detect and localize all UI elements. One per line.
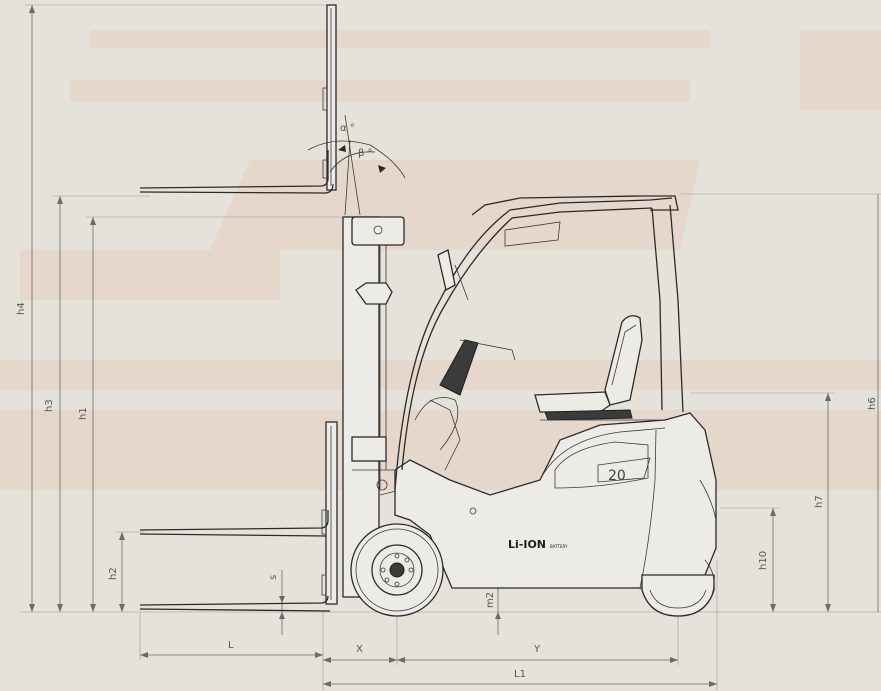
- label-Y: Y: [533, 644, 541, 655]
- raised-fork-carriage: [139, 4, 406, 216]
- battery-brand-subtext: BATTERY: [550, 544, 568, 549]
- label-beta: β °: [358, 148, 373, 159]
- label-h3: h3: [44, 399, 55, 412]
- lowered-fork-carriage: [139, 421, 338, 612]
- battery-brand-text: Li-ION: [508, 538, 546, 551]
- label-h4: h4: [16, 302, 27, 315]
- model-number: 20: [608, 468, 626, 484]
- steering-column: [414, 339, 516, 471]
- overhead-guard: [394, 195, 684, 491]
- label-h10: h10: [758, 551, 769, 570]
- horizontal-dimensions: [140, 652, 717, 687]
- label-h1: h1: [78, 407, 89, 420]
- front-wheel: [350, 523, 444, 617]
- operator-seat: [534, 315, 660, 421]
- label-h2: h2: [108, 567, 119, 580]
- label-alpha: α °: [340, 123, 355, 134]
- extension-lines: [25, 4, 881, 690]
- label-h6: h6: [867, 397, 878, 410]
- rear-wheel: [641, 559, 715, 617]
- label-s: s: [268, 575, 279, 580]
- label-L: L: [228, 640, 234, 651]
- dimension-labels: h4 h3 h1 h2 s α ° β ° L X Y L1 m2 h6 h7 …: [16, 123, 878, 680]
- label-L1: L1: [514, 669, 526, 680]
- label-h7: h7: [814, 495, 825, 508]
- label-m2: m2: [485, 592, 496, 608]
- label-X: X: [356, 644, 363, 655]
